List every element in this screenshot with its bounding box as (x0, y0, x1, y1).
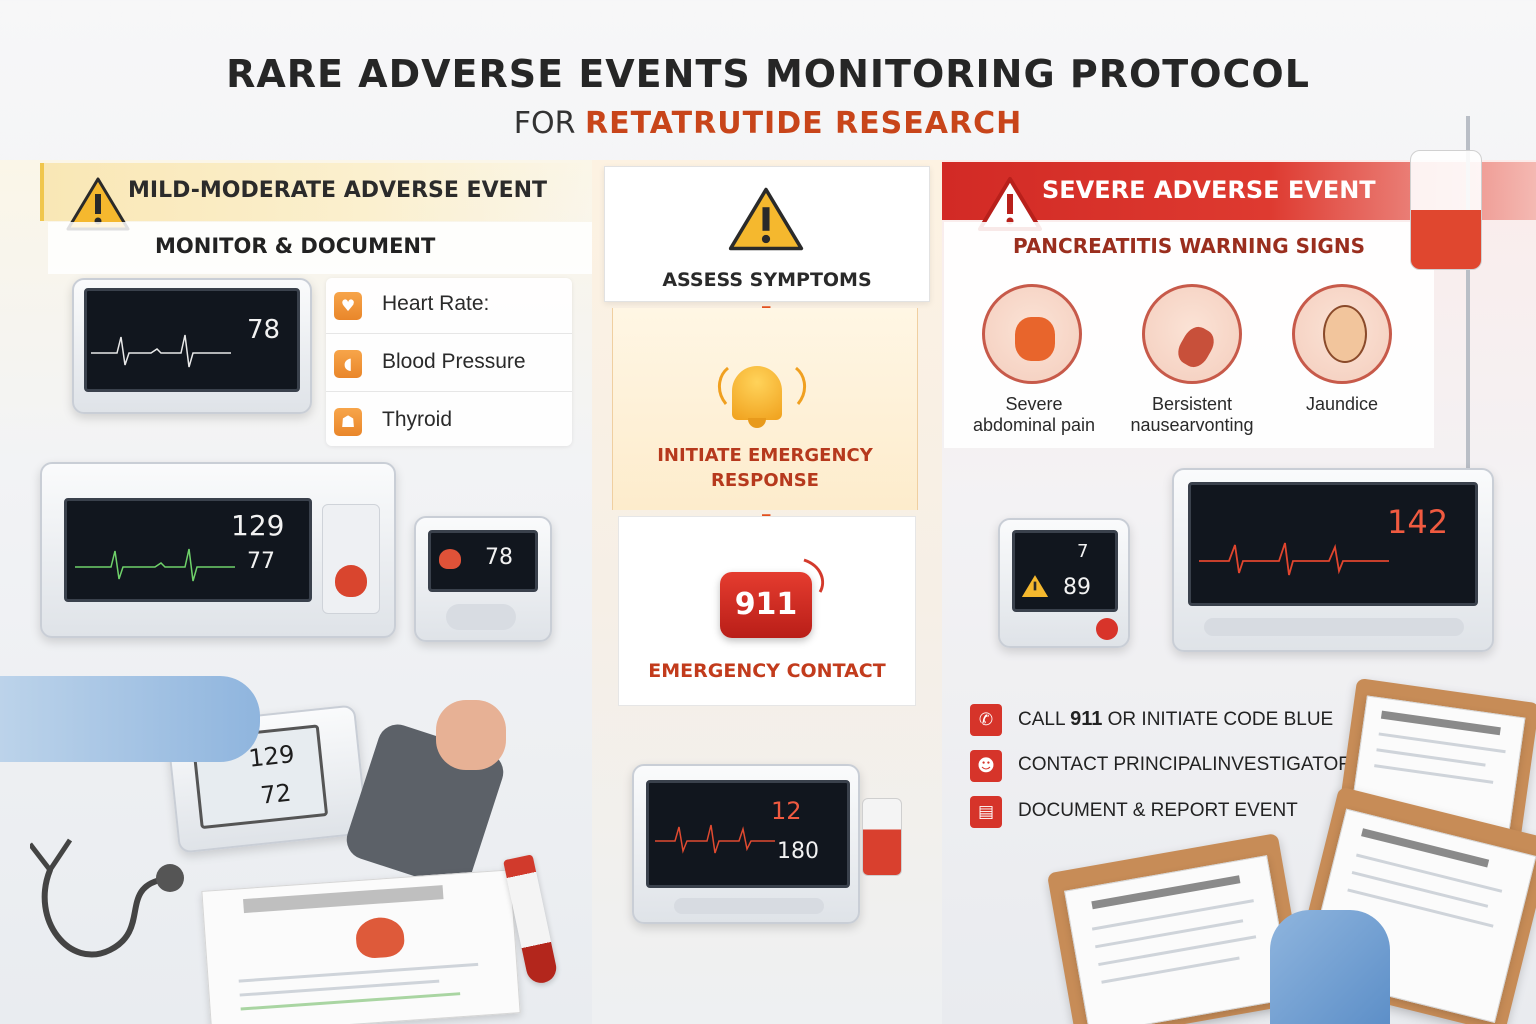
jaundice-icon (1292, 284, 1392, 384)
action-contact-pi: CONTACT PRINCIPALINVESTIGATOR (1018, 754, 1352, 775)
vital-label: Blood Pressure (382, 350, 526, 373)
vital-label: Thyroid (382, 408, 453, 431)
diastolic-readout: 72 (259, 778, 293, 810)
vital-monitor-main: 129 77 (40, 462, 396, 638)
iv-bag (862, 798, 902, 876)
heart-rate-readout: 12 (771, 797, 802, 825)
emergency-label-line1: INITIATE EMERGENCY (657, 445, 873, 466)
vital-monitor-top: 78 (72, 278, 312, 414)
action-call-911: CALL 911 OR INITIATE CODE BLUE (1018, 708, 1333, 731)
symptom-label: Jaundice (1305, 394, 1379, 414)
monitor-screen: 12 180 (646, 780, 850, 888)
thyroid-icon: ☗ (334, 408, 362, 436)
page-subtitle: FOR RETATRUTIDE RESEARCH (0, 106, 1536, 141)
document-icon: ▤ (970, 796, 1002, 828)
symptom-label: Bersistent nausearvonting (1114, 394, 1270, 436)
pressure-readout: 180 (777, 839, 819, 864)
stethoscope-icon (30, 838, 184, 958)
monitor-screen: 78 (428, 530, 538, 592)
thyroid-lab-report (201, 869, 521, 1024)
alarm-button[interactable] (1096, 618, 1118, 640)
page-title: RARE ADVERSE EVENTS MONITORING PROTOCOL (226, 52, 1310, 96)
systolic-readout: 129 (247, 740, 296, 773)
heart-rate-readout: 78 (485, 545, 513, 570)
monitor-document-banner (48, 222, 592, 274)
abdominal-pain-icon (982, 284, 1082, 384)
subtitle-emphasis: RETATRUTIDE RESEARCH (585, 106, 1023, 141)
vital-monitor-small: 78 (414, 516, 552, 642)
heart-rate-icon: ♥ (334, 292, 362, 320)
iv-pole (1466, 116, 1470, 496)
symptom-line1: Severe (1005, 394, 1063, 414)
thyroid-icon (354, 916, 406, 960)
action-strong: 911 (1070, 708, 1103, 730)
patient-hand (436, 700, 506, 770)
alarm-waves-icon (718, 366, 806, 405)
emergency-response-label: INITIATE EMERGENCY RESPONSE (612, 443, 918, 493)
bell-icon (732, 366, 782, 420)
phone-911-icon: 911 (720, 572, 812, 638)
monitor-side-panel (322, 504, 380, 614)
vital-monitor-middle: 12 180 (632, 764, 860, 924)
list-item: ◖ Blood Pressure (326, 336, 572, 392)
thyroid-icon (335, 565, 367, 597)
pancreatitis-title: PANCREATITIS WARNING SIGNS (1013, 234, 1365, 258)
heart-rate-readout: 142 (1387, 503, 1449, 541)
ecg-waveform-icon (91, 334, 231, 368)
monitor-document-label: MONITOR & DOCUMENT (155, 234, 436, 258)
bell-clapper (748, 418, 766, 428)
list-item: ☗ Thyroid (326, 394, 572, 450)
ecg-waveform-icon (75, 548, 235, 582)
blood-pressure-icon: ◖ (334, 350, 362, 378)
assess-symptoms-label: ASSESS SYMPTOMS (662, 269, 872, 291)
signal-waves-icon (803, 558, 825, 593)
symptom-label: Severe abdominal pain (956, 394, 1112, 436)
monitor-buttons (1204, 618, 1464, 636)
warning-icon (728, 187, 804, 251)
readout-bottom: 89 (1063, 575, 1091, 600)
monitor-screen: 78 (84, 288, 300, 392)
severe-event-title: SEVERE ADVERSE EVENT (1042, 176, 1376, 204)
symptom-line2: abdominal pain (972, 415, 1096, 435)
monitor-screen: 129 77 (64, 498, 312, 602)
symptom-line1: Bersistent (1151, 394, 1233, 414)
symptom-line2: nausearvonting (1130, 415, 1254, 435)
vital-monitor-small-right: 7 89 (998, 518, 1130, 648)
action-text: OR INITIATE CODE BLUE (1107, 709, 1334, 730)
action-text: CALL (1018, 709, 1065, 730)
monitor-buttons (674, 898, 824, 914)
clinician-glove (1270, 910, 1390, 1024)
vitals-list: ♥ Heart Rate: ◖ Blood Pressure ☗ Thyroid (326, 278, 572, 446)
person-icon: ☻ (970, 750, 1002, 782)
systolic-readout: 129 (231, 509, 285, 542)
clinician-glove (0, 676, 260, 762)
vital-monitor-main-right: 142 (1172, 468, 1494, 652)
mild-event-header (40, 163, 592, 221)
warning-icon (1021, 575, 1049, 597)
diastolic-readout: 77 (247, 549, 275, 574)
heart-rate-readout: 78 (247, 315, 281, 345)
nausea-icon (1142, 284, 1242, 384)
readout-top: 7 (1077, 541, 1089, 562)
emergency-contact-label: EMERGENCY CONTACT (648, 660, 886, 682)
heart-icon (439, 549, 461, 569)
monitor-screen: 7 89 (1012, 530, 1118, 612)
action-document: DOCUMENT & REPORT EVENT (1018, 800, 1298, 821)
subtitle-prefix: FOR (513, 106, 576, 141)
ecg-waveform-icon (655, 824, 775, 854)
monitor-buttons (446, 604, 516, 630)
ecg-waveform-icon (1199, 542, 1389, 576)
phone-icon: ✆ (970, 704, 1002, 736)
vital-label: Heart Rate: (382, 292, 490, 315)
list-item: ♥ Heart Rate: (326, 278, 572, 334)
mild-event-title: MILD-MODERATE ADVERSE EVENT (128, 178, 548, 203)
emergency-label-line2: RESPONSE (711, 470, 819, 491)
monitor-screen: 142 (1188, 482, 1478, 606)
iv-bag (1410, 150, 1482, 270)
